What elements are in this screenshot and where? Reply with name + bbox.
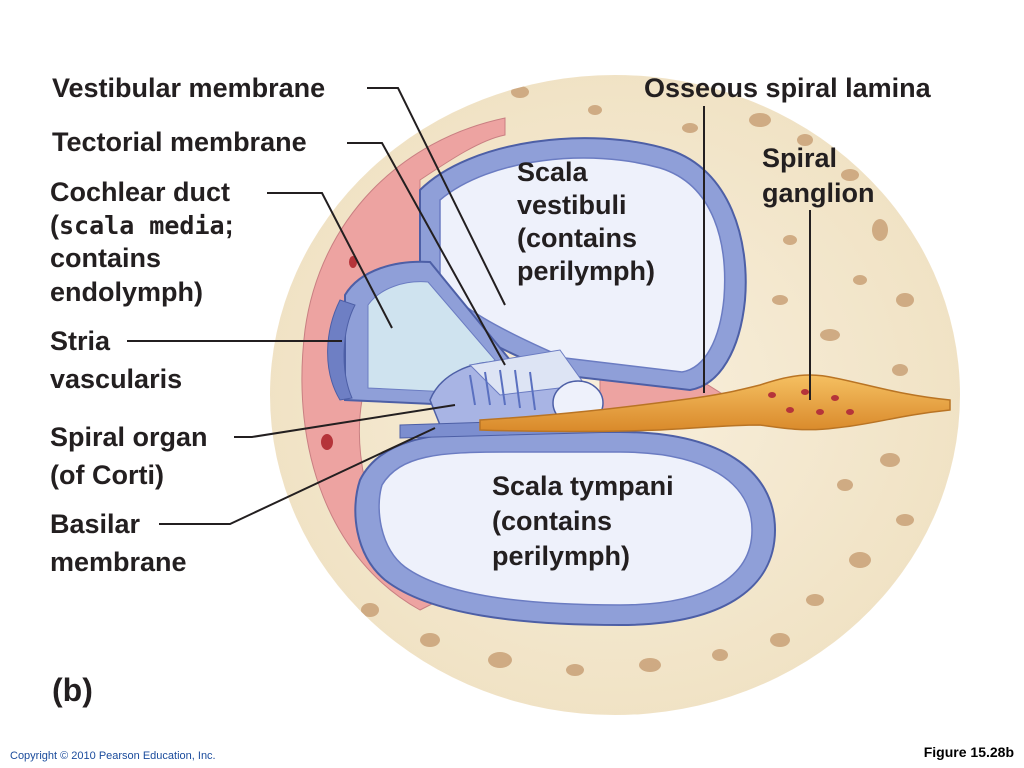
leader-basilar-membrane: [159, 427, 436, 525]
label-stria-line2: vascularis: [50, 364, 183, 394]
label-scala-tympani-line2: (contains: [492, 506, 613, 536]
leader-cochlear-duct: [267, 192, 393, 329]
label-cochlear-duct-line1: Cochlear duct: [50, 177, 231, 207]
spiral-ganglion-nerve: [479, 374, 951, 433]
label-scala-vestibuli-line3: (contains: [517, 223, 638, 253]
label-spiral-ganglion-line1: Spiral: [762, 143, 838, 173]
spiral-organ-of-corti: [429, 349, 604, 426]
leader-vestibular-membrane: [367, 87, 506, 306]
label-cochlear-duct-line2: (scala media;: [50, 209, 234, 242]
label-cochlear-duct-line3: contains: [50, 243, 162, 273]
panel-label: (b): [52, 672, 93, 708]
label-cochlear-duct-semicolon: ;: [224, 210, 234, 240]
figure-number: Figure 15.28b: [923, 744, 1014, 760]
label-scala-vestibuli-line2: vestibuli: [517, 190, 627, 220]
leader-lines: [127, 87, 811, 525]
label-scala-vestibuli-line1: Scala: [517, 157, 588, 187]
label-spiral-ganglion-line2: ganglion: [762, 178, 875, 208]
label-osseous-spiral-lamina: Osseous spiral lamina: [644, 73, 931, 103]
label-spiral-organ-line2: (of Corti): [50, 460, 164, 490]
scala-vestibuli-chamber: [419, 137, 747, 392]
stria-vascularis-tissue: [327, 299, 356, 401]
label-cochlear-duct-line4: endolymph): [50, 277, 203, 307]
label-scala-tympani-line1: Scala tympani: [492, 471, 674, 501]
leader-spiral-organ: [234, 404, 456, 438]
copyright-notice: Copyright © 2010 Pearson Education, Inc.: [10, 750, 216, 762]
label-stria-line1: Stria: [50, 326, 111, 356]
leader-tectorial-membrane: [347, 142, 506, 366]
label-tectorial-membrane: Tectorial membrane: [52, 127, 307, 157]
label-scala-tympani-line3: perilymph): [492, 541, 631, 571]
label-scala-vestibuli-line4: perilymph): [517, 256, 656, 286]
label-scala-media-term: scala media: [59, 211, 225, 240]
label-vestibular-membrane: Vestibular membrane: [52, 73, 326, 103]
scala-tympani-chamber: [354, 431, 777, 627]
label-spiral-organ-line1: Spiral organ: [50, 422, 208, 452]
label-cochlear-duct-paren: (: [50, 210, 59, 240]
label-basilar-line2: membrane: [50, 547, 187, 577]
label-basilar-line1: Basilar: [50, 509, 141, 539]
